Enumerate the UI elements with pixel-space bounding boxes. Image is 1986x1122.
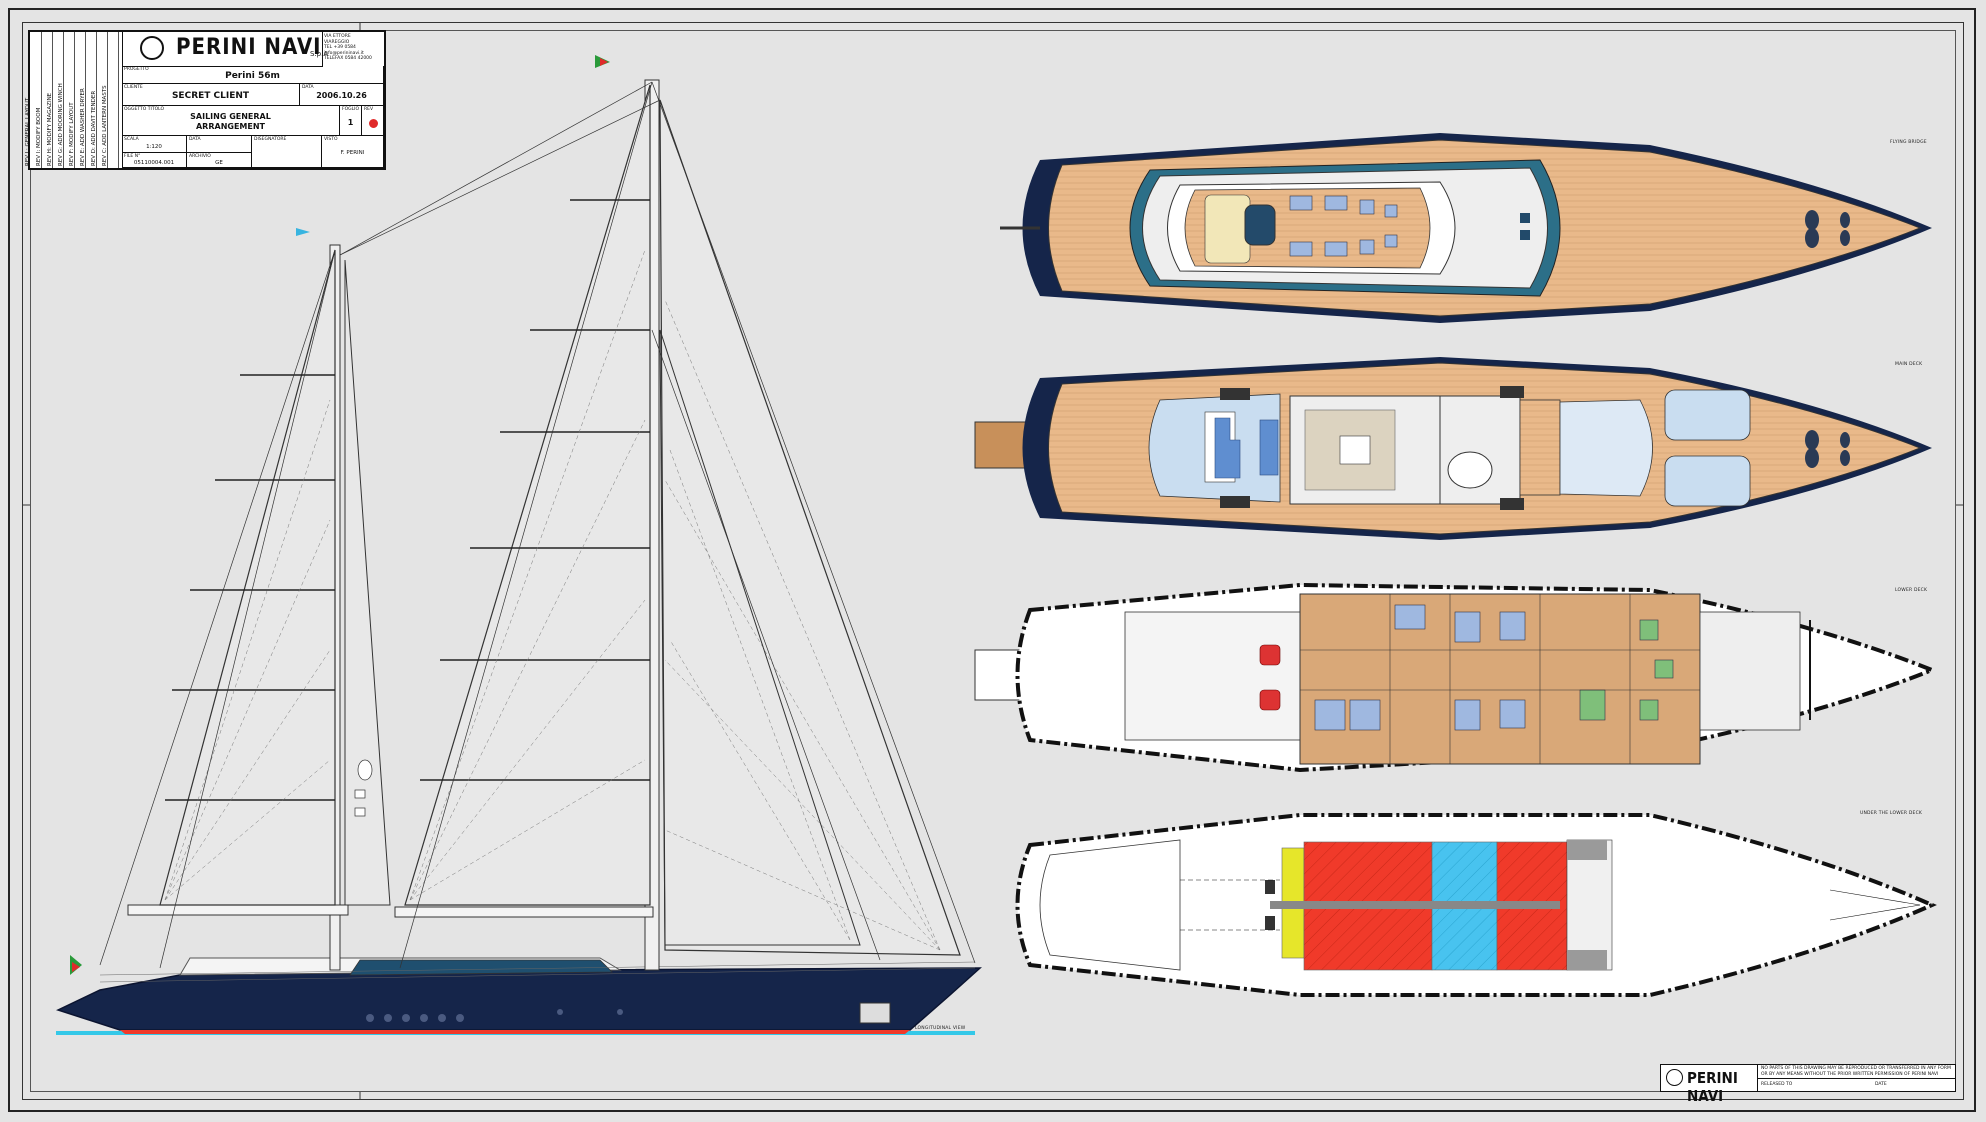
mizzen-staysail xyxy=(344,259,391,906)
sheet-border-inner xyxy=(22,22,1964,1100)
main-deck-label: MAIN DECK xyxy=(1895,362,1923,367)
genoa xyxy=(659,99,961,956)
railing xyxy=(99,961,976,983)
revision-entry: REV H: MODIFY MAGAZINE xyxy=(47,92,53,166)
scale-field: SCALA 1:120 xyxy=(122,136,187,153)
mizzen-flag xyxy=(296,228,310,236)
sheet-border-inner-2 xyxy=(30,30,1956,1092)
staysail xyxy=(659,329,861,946)
revision-entry: REV C: ADD LANTERN MASTS xyxy=(102,85,108,166)
profile-view-label: LONGITUDINAL VIEW xyxy=(915,1026,966,1031)
main-deck-plan xyxy=(974,357,1932,540)
client-field: CLIENTE SECRET CLIENT xyxy=(122,84,300,106)
approved-field: VISTO F. PERINI xyxy=(322,136,384,168)
revision-entry: REV I: MODIFY BOOM xyxy=(36,107,42,166)
mizzen-sail xyxy=(159,249,336,906)
title-block: REV L: GENERAL LAYOUT REV I: MODIFY BOOM… xyxy=(25,30,386,170)
main-boom xyxy=(394,906,654,918)
main-sail xyxy=(404,84,651,906)
archive-field: ARCHIVIO GE xyxy=(187,153,252,168)
flying-bridge-plan xyxy=(1000,133,1932,323)
title-block-main: PERINI NAVI S.p.A VIA ETTORE VIAREGGIO T… xyxy=(122,32,384,168)
copyright-note: NO PARTS OF THIS DRAWING MAY BE REPRODUC… xyxy=(1761,1066,1951,1077)
boot-stripe xyxy=(120,1030,910,1034)
deckhouse-windows xyxy=(349,959,613,976)
revision-column: REV L: GENERAL LAYOUT REV I: MODIFY BOOM… xyxy=(25,32,123,168)
profile-view xyxy=(55,55,982,1035)
revision-entry: REV E: ADD WASHER DRYER xyxy=(80,88,86,166)
hull-profile xyxy=(55,967,982,1031)
sheet-border-outer xyxy=(8,8,1976,1112)
brand-name-small: PERINI NAVI xyxy=(1687,1069,1738,1105)
title-block-logo: PERINI NAVI S.p.A xyxy=(122,32,328,67)
hull-portholes xyxy=(366,1009,623,1022)
file-field: FILE N° 05110004.001 xyxy=(122,153,187,168)
revision-field: REV xyxy=(362,106,384,136)
sheet-field: FOGLIO 1 xyxy=(340,106,362,136)
released-to-label: RELEASED TO xyxy=(1761,1082,1793,1087)
under-lower-deck-plan xyxy=(1015,813,1937,997)
flying-bridge-label: FLYING BRIDGE xyxy=(1890,140,1927,145)
brand-name: PERINI NAVI xyxy=(176,35,322,60)
lower-deck-plan xyxy=(974,582,1938,773)
perini-logo-icon xyxy=(140,36,164,60)
revision-marker-icon xyxy=(369,119,378,128)
company-address: VIA ETTORE VIAREGGIO TEL +39 0584 info@p… xyxy=(324,34,372,61)
release-date-label: DATE xyxy=(1875,1082,1887,1087)
mizzen-boom xyxy=(127,904,349,916)
brand-suffix: S.p.A xyxy=(310,50,329,58)
standing-rigging xyxy=(99,81,976,969)
hull-door xyxy=(859,1002,891,1024)
revision-entry: REV D: ADD DAVIT TENDER xyxy=(91,90,97,166)
drawn-field: DISEGNATORE xyxy=(252,136,322,168)
frame-ticks xyxy=(22,22,1964,1100)
date-field: DATA 2006.10.26 xyxy=(300,84,384,106)
lower-deck-label: LOWER DECK xyxy=(1895,588,1928,593)
copyright-block: PERINI NAVI NO PARTS OF THIS DRAWING MAY… xyxy=(1660,1064,1956,1105)
project-field: PROGETTO Perini 56m xyxy=(122,66,384,84)
date2-field: DATA xyxy=(187,136,252,153)
under-lower-deck-label: UNDER THE LOWER DECK xyxy=(1860,811,1923,816)
revision-entry: REV F: MODIFY LAYOUT xyxy=(69,102,75,166)
sail-seams xyxy=(164,249,941,951)
revision-entry: REV L: GENERAL LAYOUT xyxy=(25,97,31,166)
revision-entry: REV G: ADD MOORING WINCH xyxy=(58,83,64,166)
copyright-logo: PERINI NAVI xyxy=(1661,1065,1758,1105)
perini-logo-icon xyxy=(1666,1069,1683,1086)
mast-fittings xyxy=(354,759,373,817)
drawing-title-field: OGGETTO TITOLO SAILING GENERAL ARRANGEME… xyxy=(122,106,340,136)
